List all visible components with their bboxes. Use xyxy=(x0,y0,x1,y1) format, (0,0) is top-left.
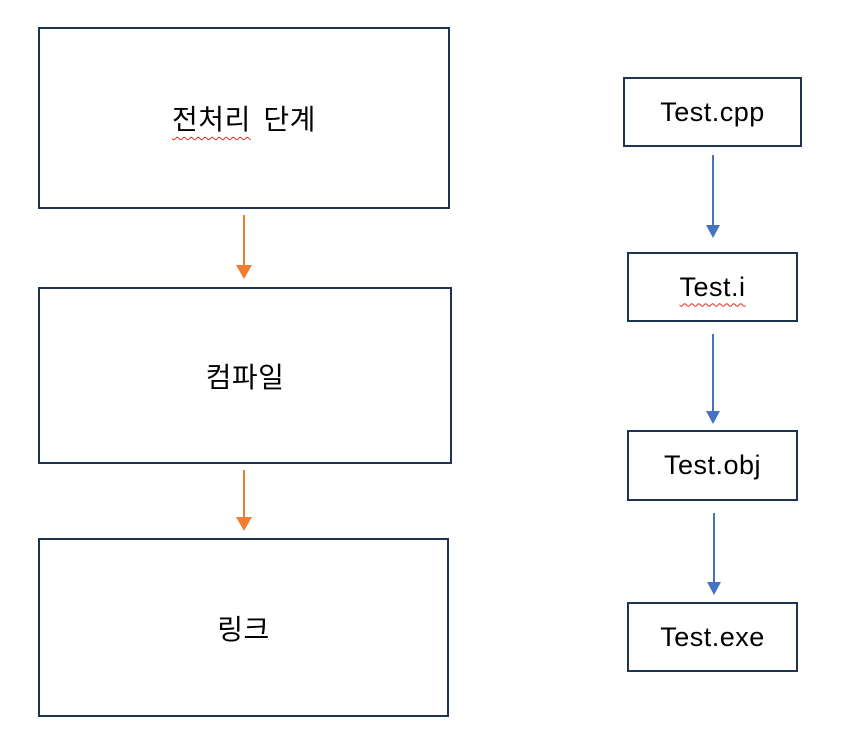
file-box-test-exe-label: Test.exe xyxy=(660,621,765,652)
down-arrow-icon xyxy=(706,155,720,238)
file-box-test-cpp-label: Test.cpp xyxy=(660,96,765,127)
file-box-test-obj: Test.obj xyxy=(627,430,798,501)
spellcheck-flagged-text: 전처리 xyxy=(172,104,251,135)
down-arrow-icon xyxy=(236,470,252,531)
file-box-test-cpp: Test.cpp xyxy=(623,77,802,147)
file-box-test-obj-label: Test.obj xyxy=(663,450,762,480)
label-text: 단계 xyxy=(263,104,316,135)
flow-box-compile: 컴파일 xyxy=(38,287,452,464)
file-box-test-exe: Test.exe xyxy=(627,602,798,672)
file-box-test-i: Test.i xyxy=(627,252,798,322)
flow-box-compile-label: 컴파일 xyxy=(205,361,285,393)
down-arrow-icon xyxy=(236,215,252,279)
flow-box-preprocess: 전처리 단계 xyxy=(38,27,450,209)
file-box-test-i-label: Test.i xyxy=(679,271,746,302)
down-arrow-icon xyxy=(706,334,720,424)
flow-box-link-label: 링크 xyxy=(217,613,270,645)
flow-box-link: 링크 xyxy=(38,538,449,717)
flow-box-preprocess-label: 전처리 단계 xyxy=(172,98,316,138)
down-arrow-icon xyxy=(707,513,721,595)
